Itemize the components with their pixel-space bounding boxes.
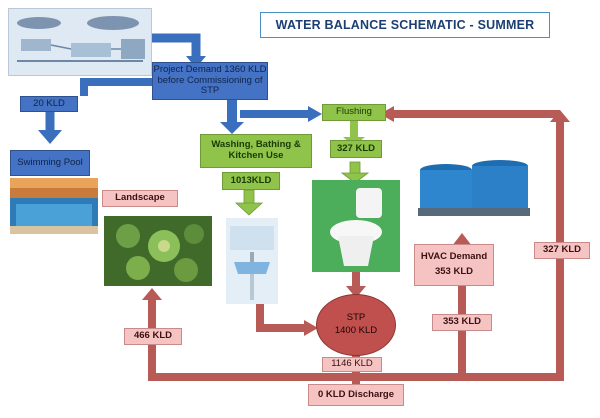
swimming-pool-box: Swimming Pool: [10, 150, 90, 176]
project-demand-box: Project Demand 1360 KLD before Commissio…: [152, 62, 268, 100]
arrow-toilet-to-stp-head: [346, 286, 366, 298]
hvac-demand-value: 353 KLD: [434, 266, 473, 277]
arrow-washing-flow-shaft: [243, 189, 255, 205]
arrow-washing-to-stp-head: [304, 320, 318, 336]
landscape-box: Landscape: [102, 190, 178, 207]
supply-schematic-icon: [9, 9, 151, 75]
flushing-box: Flushing: [322, 104, 386, 121]
arrow-washing-to-stp: [256, 302, 306, 332]
arrow-demand-to-flushing-head: [308, 106, 322, 122]
arrow-demand-to-pool-feed: [80, 78, 152, 96]
flushing-flow-box: 327 KLD: [330, 140, 382, 158]
arrow-source-to-demand: [150, 33, 201, 58]
supply-schematic-image: [8, 8, 152, 76]
landscape-return-box: 466 KLD: [124, 328, 182, 345]
toilet-image: [312, 180, 400, 272]
washing-box: Washing, Bathing & Kitchen Use: [200, 134, 312, 168]
cooling-tower-image: [412, 148, 534, 222]
arrow-pool-feed-to-pool-head: [38, 130, 62, 144]
arrow-demand-to-washing-head: [220, 122, 244, 134]
arrow-flushing-down-shaft: [350, 121, 358, 139]
arrow-right-riser-head: [550, 110, 570, 122]
stp-title: STP: [346, 312, 366, 324]
hvac-demand-label: HVAC Demand: [420, 251, 488, 263]
landscape-image: [104, 216, 212, 286]
stp-node: STP 1400 KLD: [316, 294, 396, 356]
discharge-box: 0 KLD Discharge: [308, 384, 404, 406]
washbasin-image: [226, 218, 278, 304]
cooling-tower-icon: [412, 148, 534, 222]
arrow-flushing-flow-head: [340, 172, 370, 184]
stp-value: 1400 KLD: [334, 325, 378, 336]
stp-outflow-box: 1146 KLD: [322, 357, 382, 372]
toilet-icon: [312, 180, 400, 272]
arrow-to-landscape-head: [142, 288, 162, 300]
swimming-pool-image: [10, 178, 98, 234]
hvac-demand-box: HVAC Demand 353 KLD: [414, 244, 494, 286]
diagram-title: WATER BALANCE SCHEMATIC - SUMMER: [260, 12, 550, 38]
hvac-return-box: 353 KLD: [432, 314, 492, 331]
washbasin-icon: [226, 218, 278, 304]
pool-photo-icon: [10, 178, 98, 234]
arrow-flushing-flow-shaft: [349, 161, 361, 175]
garden-photo-icon: [104, 216, 212, 286]
arrow-washing-flow-head: [234, 202, 264, 216]
washing-flow-box: 1013KLD: [222, 172, 280, 190]
arrow-to-hvac-head: [452, 233, 472, 246]
arrow-to-flushing-head: [380, 106, 394, 122]
flushing-return-box: 327 KLD: [534, 242, 590, 259]
pool-feed-box: 20 KLD: [20, 96, 78, 112]
